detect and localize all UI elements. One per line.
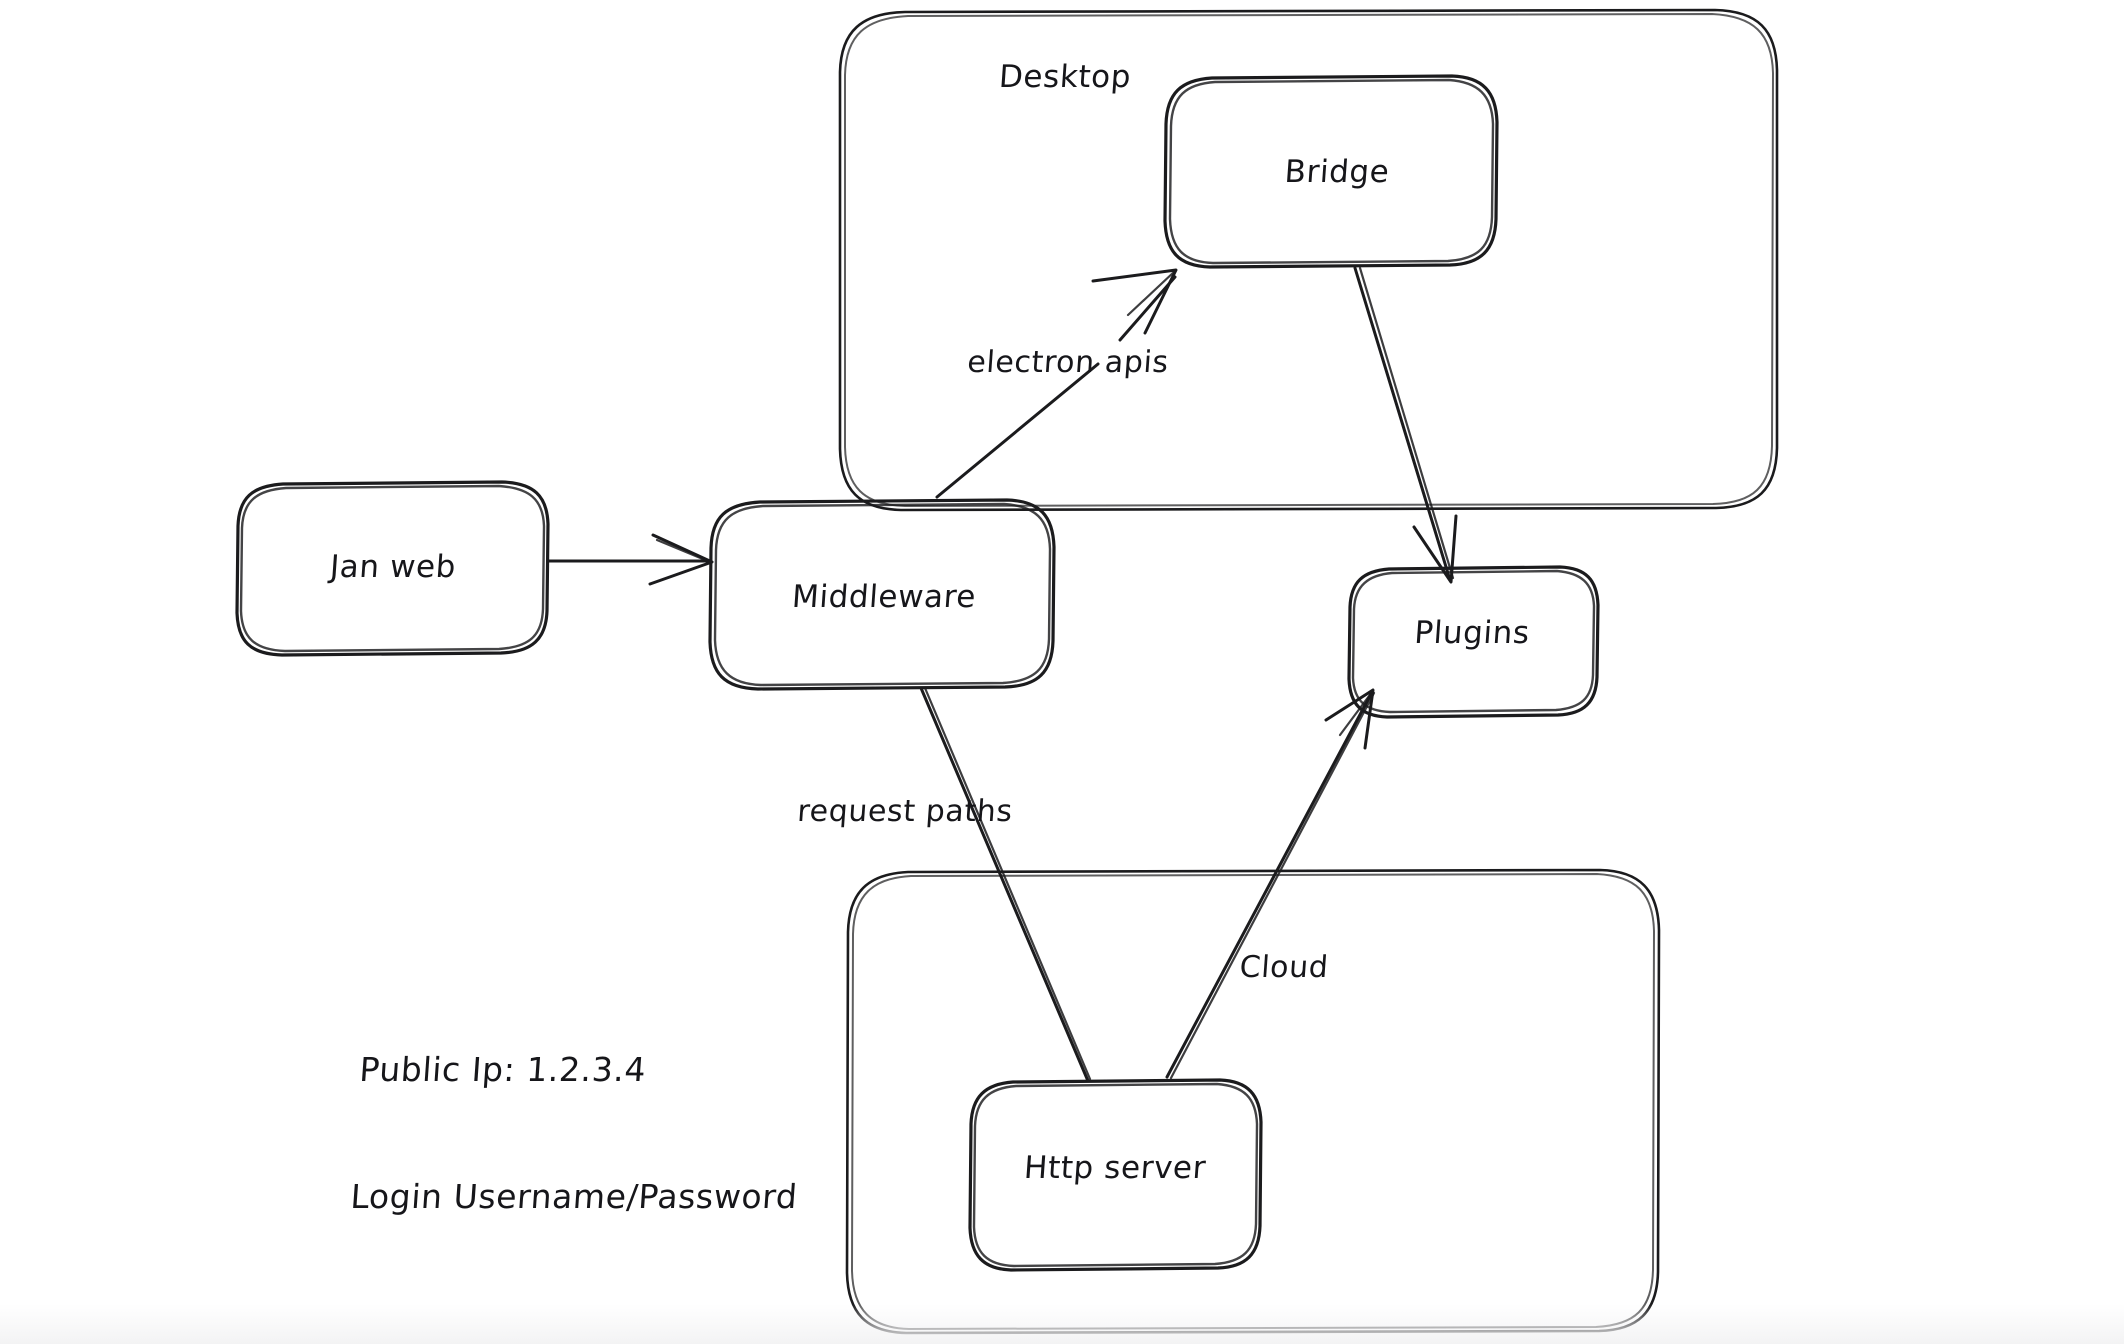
node-label-http-server: Http server — [1022, 1150, 1208, 1187]
node-label-bridge: Bridge — [1283, 154, 1391, 191]
node-jan-web[interactable] — [235, 480, 550, 657]
edge-label-electron-apis: electron apis — [966, 344, 1170, 380]
edge-label-request-paths: request paths — [796, 793, 1014, 829]
node-bridge[interactable] — [1163, 74, 1499, 269]
node-middleware[interactable] — [708, 498, 1056, 691]
edge-bridge-to-plugins[interactable] — [1353, 266, 1458, 584]
edge-middleware-to-bridge[interactable] — [935, 268, 1178, 499]
group-label-desktop: Desktop — [997, 59, 1133, 96]
node-http-server[interactable] — [968, 1078, 1263, 1272]
group-cloud[interactable] — [845, 868, 1661, 1335]
node-label-middleware: Middleware — [790, 579, 978, 616]
edge-http-server-to-plugins[interactable] — [1165, 688, 1376, 1080]
node-label-jan-web: Jan web — [328, 549, 458, 586]
group-desktop[interactable] — [838, 8, 1779, 512]
note-public-ip: Public Ip: 1.2.3.4 Login Username/Passwo… — [343, 965, 813, 1303]
node-plugins[interactable] — [1347, 565, 1600, 719]
edge-label-cloud: Cloud — [1238, 949, 1330, 985]
edge-middleware-to-http-server[interactable] — [919, 686, 1092, 1083]
note-public-ip-line-1: Public Ip: 1.2.3.4 — [358, 1050, 648, 1090]
note-public-ip-line-2: Login Username/Password — [349, 1177, 799, 1217]
edge-jan-web-to-middleware[interactable] — [547, 533, 714, 586]
node-label-plugins: Plugins — [1413, 615, 1531, 652]
